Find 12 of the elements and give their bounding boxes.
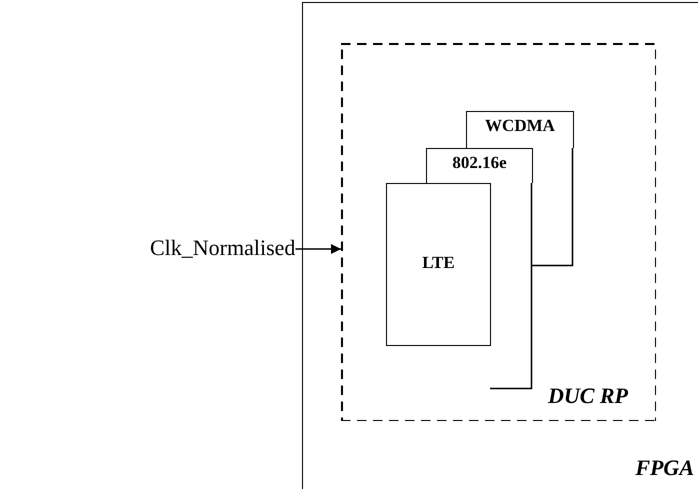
module-card-tab: [466, 111, 574, 148]
module-box: [386, 183, 491, 346]
fpga-box: [302, 2, 698, 489]
module-card-tab: [426, 148, 533, 183]
module-label: WCDMA: [484, 116, 556, 136]
module-label: LTE: [421, 253, 456, 273]
arrow: [295, 244, 341, 254]
region-box: [341, 43, 656, 421]
signal-label: Clk_Normalised: [150, 234, 296, 262]
box-title: DUC RP: [548, 383, 628, 409]
box-title: FPGA: [635, 455, 694, 481]
module-label: 802.16e: [451, 153, 508, 173]
